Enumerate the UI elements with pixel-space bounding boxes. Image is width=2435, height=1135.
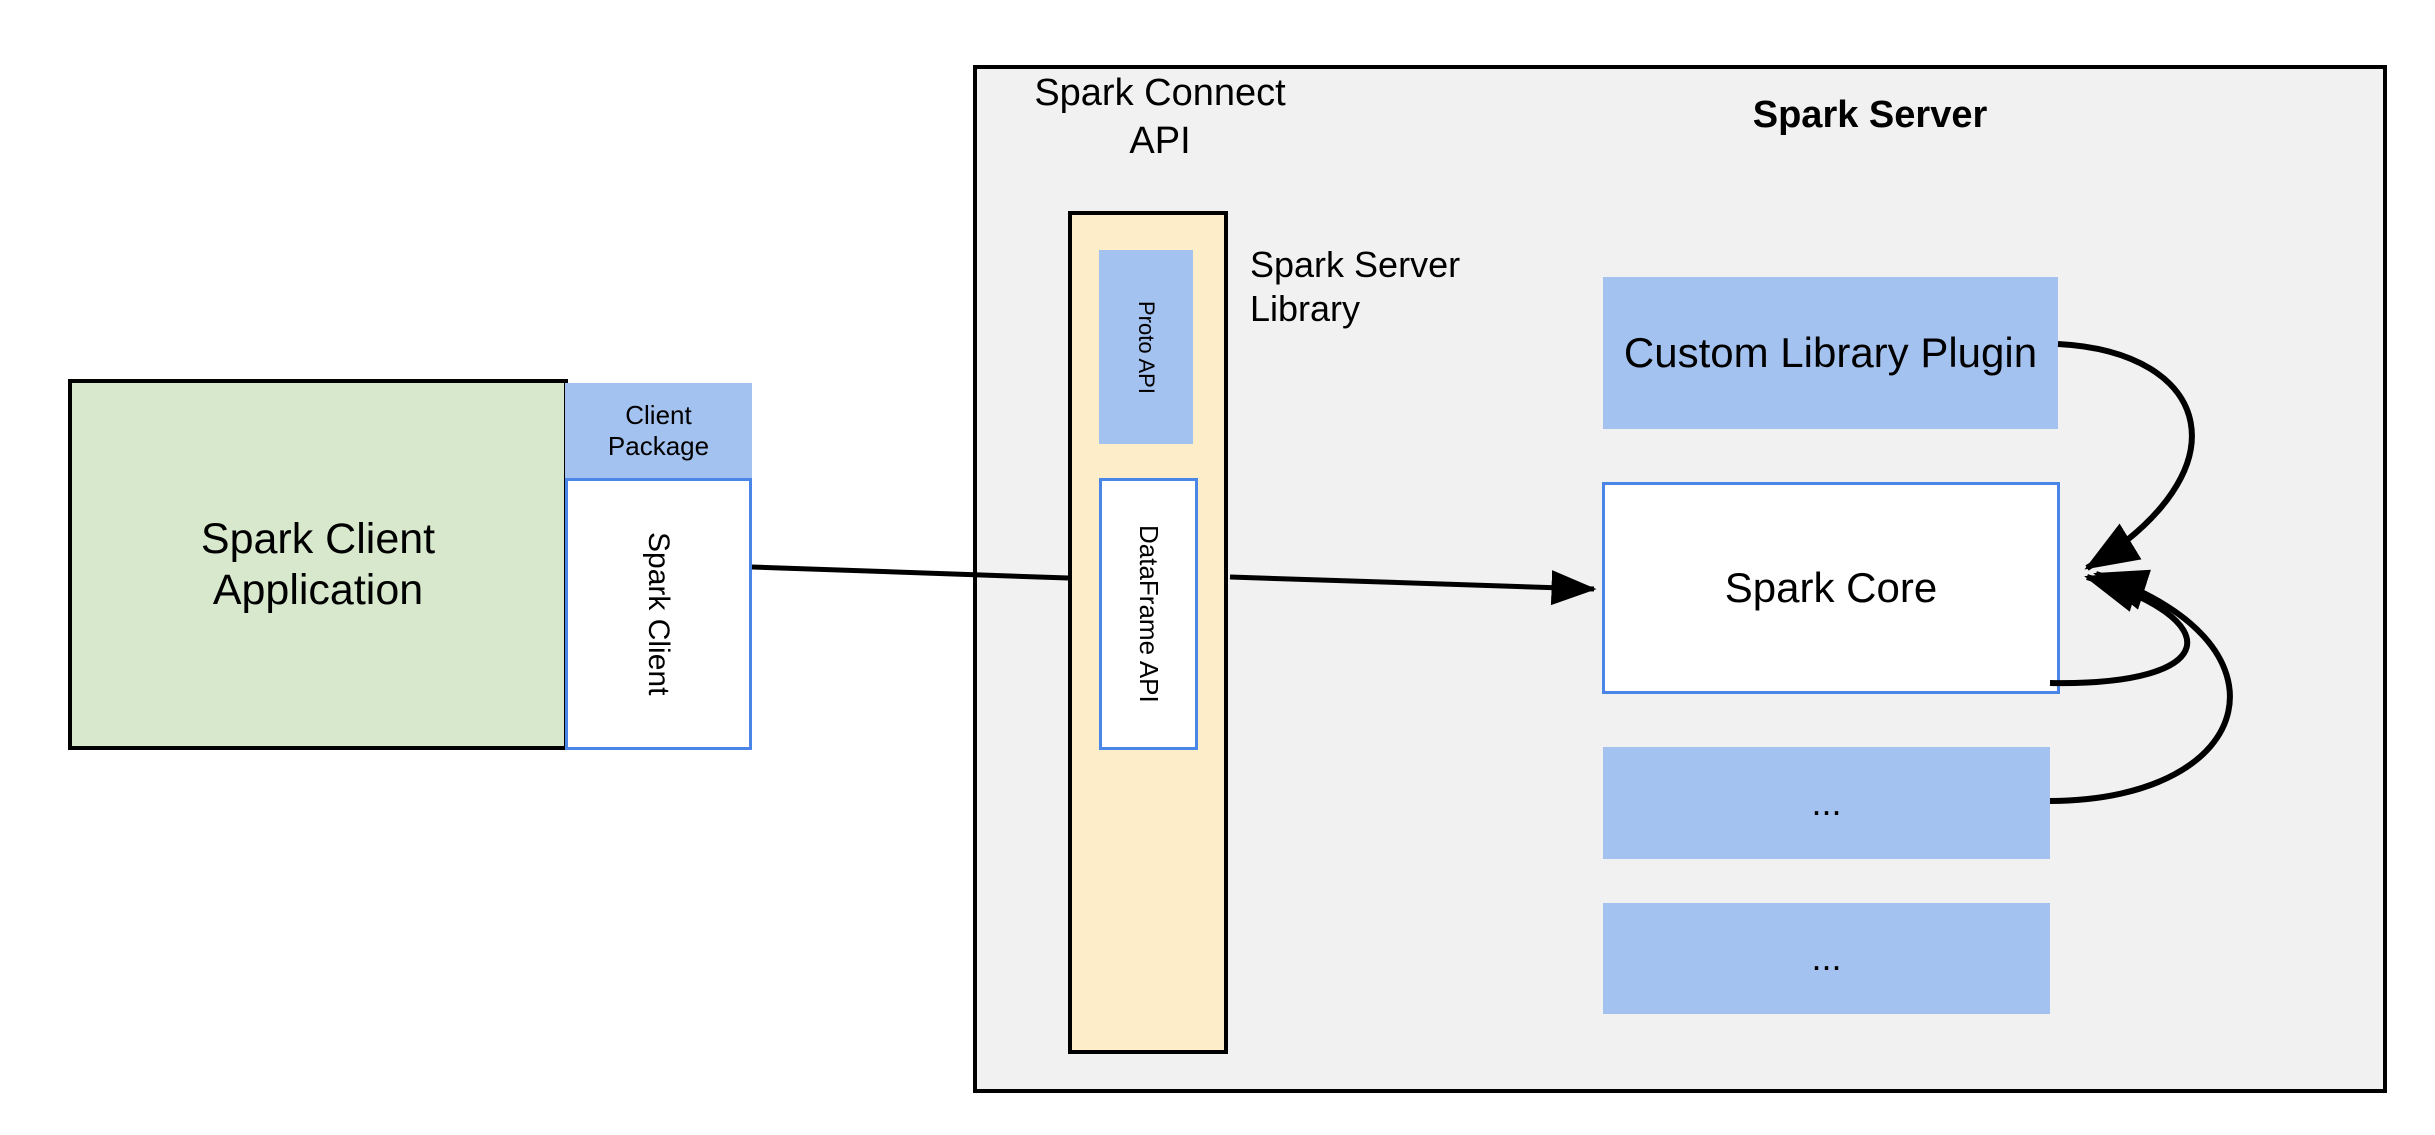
spark-client-application-label: Spark Client Application (200, 514, 436, 614)
server-component-ellipsis-box-2: ... (1603, 903, 2050, 1014)
server-component-ellipsis-box-1: ... (1603, 747, 2050, 859)
proto-api-label: Proto API (1133, 300, 1159, 394)
custom-library-plugin-label: Custom Library Plugin (1623, 329, 2038, 377)
server-component-ellipsis-label-2: ... (1811, 937, 1842, 979)
client-package-label: Client Package (607, 400, 710, 461)
spark-core-label: Spark Core (1724, 564, 1938, 612)
dataframe-api-box: DataFrame API (1099, 478, 1198, 750)
spark-connect-api-label: Spark Connect API (1034, 72, 1286, 162)
spark-server-title: Spark Server (1752, 94, 1988, 136)
spark-core-box: Spark Core (1602, 482, 2060, 694)
spark-client-application-box: Spark Client Application (68, 379, 568, 750)
server-component-ellipsis-label-1: ... (1811, 781, 1842, 823)
client-package-box: Client Package (565, 383, 752, 479)
spark-client-label: Spark Client (642, 532, 676, 696)
proto-api-box: Proto API (1099, 250, 1193, 444)
custom-library-plugin-box: Custom Library Plugin (1603, 277, 2058, 429)
spark-client-box: Spark Client (565, 478, 752, 750)
dataframe-api-label: DataFrame API (1133, 525, 1164, 703)
spark-server-library-label: Spark Server Library (1250, 244, 1461, 329)
